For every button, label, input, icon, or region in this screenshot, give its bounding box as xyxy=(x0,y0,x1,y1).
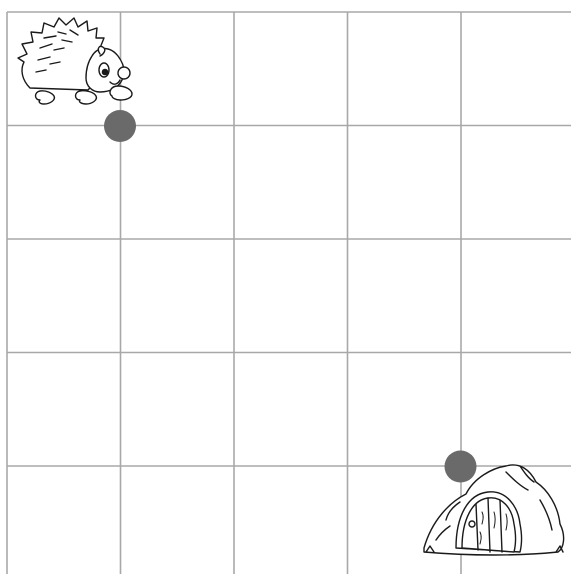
start-dot[interactable] xyxy=(104,110,136,142)
markers xyxy=(104,110,477,483)
burrow-house-icon[interactable] xyxy=(424,465,564,555)
hedgehog-icon[interactable] xyxy=(18,18,132,104)
goal-dot[interactable] xyxy=(445,451,477,483)
